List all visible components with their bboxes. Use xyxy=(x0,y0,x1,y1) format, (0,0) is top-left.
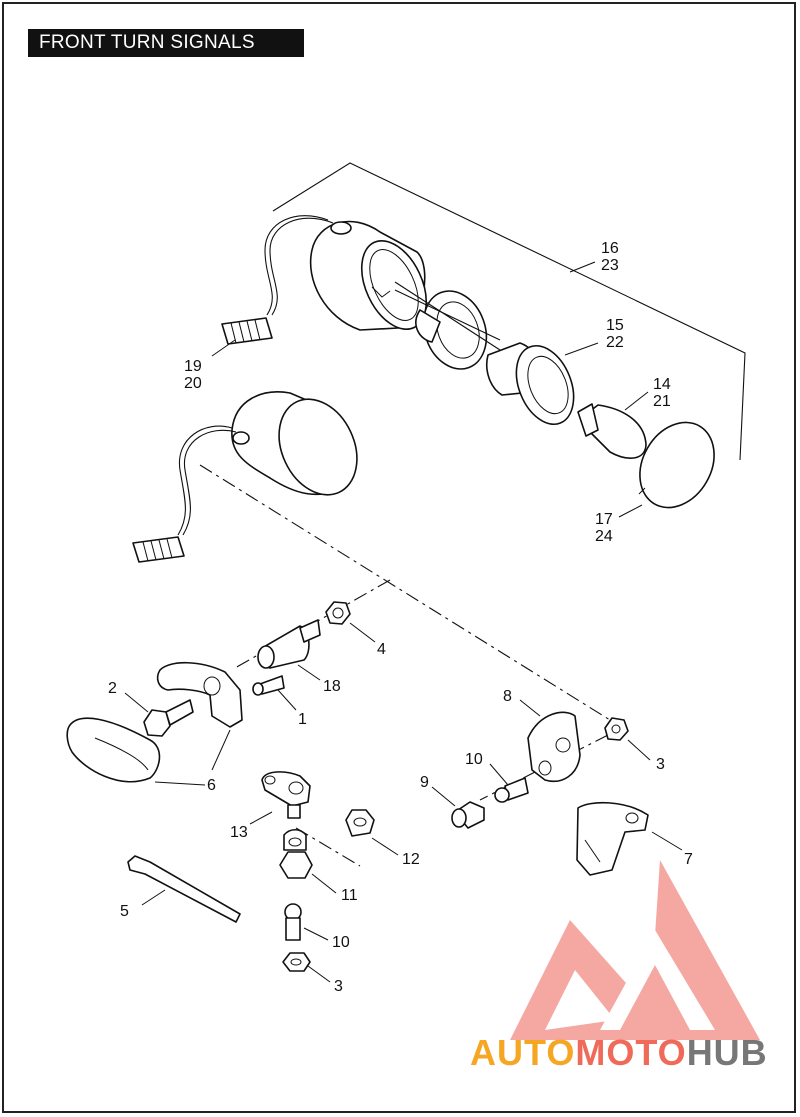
watermark-wordmark: AUTOMOTOHUB xyxy=(470,1032,768,1073)
callout-6: 6 xyxy=(207,777,216,794)
bracket-part-8 xyxy=(527,711,581,782)
callout-23: 23 xyxy=(601,257,619,274)
cable-tie-part-5 xyxy=(127,855,241,923)
ball-stud-part-10-upper xyxy=(494,777,529,803)
callout-8: 8 xyxy=(503,688,512,705)
nut-part-12 xyxy=(345,809,375,837)
callout-7: 7 xyxy=(684,851,693,868)
callout-12: 12 xyxy=(402,851,420,868)
lamp-bulb xyxy=(577,403,647,459)
upper-wire-connector xyxy=(221,317,273,345)
watermark-logo-icon xyxy=(510,860,760,1040)
callout-11: 11 xyxy=(341,887,358,904)
callout-3-lower: 3 xyxy=(334,978,343,995)
leader-lines xyxy=(124,339,683,983)
callout-19: 19 xyxy=(184,358,202,375)
plate-part-13 xyxy=(261,771,311,819)
callout-10-upper: 10 xyxy=(465,751,483,768)
callout-labels: 16 23 15 22 14 21 19 20 17 24 4 18 2 1 8… xyxy=(108,240,693,995)
ball-stud-part-10-lower xyxy=(284,903,302,941)
callout-1: 1 xyxy=(298,711,307,728)
page-title: FRONT TURN SIGNALS xyxy=(28,29,304,57)
callout-21: 21 xyxy=(653,393,671,410)
bolt-part-2 xyxy=(143,699,194,737)
callout-17: 17 xyxy=(595,511,613,528)
stud-part-18 xyxy=(257,619,321,669)
callout-24: 24 xyxy=(595,528,613,545)
callout-5: 5 xyxy=(120,903,129,920)
lower-lamp-housing xyxy=(231,391,358,496)
grommet-part-9 xyxy=(451,801,485,829)
screw-part-1 xyxy=(252,675,285,696)
callout-13: 13 xyxy=(230,824,248,841)
callout-16: 16 xyxy=(601,240,619,257)
nut-part-4 xyxy=(325,601,351,625)
bulb-socket xyxy=(486,342,575,426)
callout-18: 18 xyxy=(323,678,341,695)
lower-wire-connector xyxy=(132,536,185,563)
callout-15: 15 xyxy=(606,317,624,334)
callout-20: 20 xyxy=(184,375,202,392)
callout-4: 4 xyxy=(377,641,386,658)
callout-22: 22 xyxy=(606,334,624,351)
bracket-part-7 xyxy=(576,801,649,876)
nut-part-3-upper xyxy=(604,717,629,741)
assembly-dashed-line xyxy=(199,464,611,721)
upper-lamp-housing xyxy=(309,220,428,331)
callout-14: 14 xyxy=(653,376,671,393)
clamp-part-6 xyxy=(66,661,243,783)
callout-10-lower: 10 xyxy=(332,934,350,951)
lamp-lens xyxy=(638,421,715,509)
callout-9: 9 xyxy=(420,774,429,791)
assembly-bracket-line xyxy=(272,162,746,461)
nut-part-3-lower xyxy=(282,952,311,972)
spacer-part-11 xyxy=(279,828,313,879)
callout-3-upper: 3 xyxy=(656,756,665,773)
callout-2: 2 xyxy=(108,680,117,697)
